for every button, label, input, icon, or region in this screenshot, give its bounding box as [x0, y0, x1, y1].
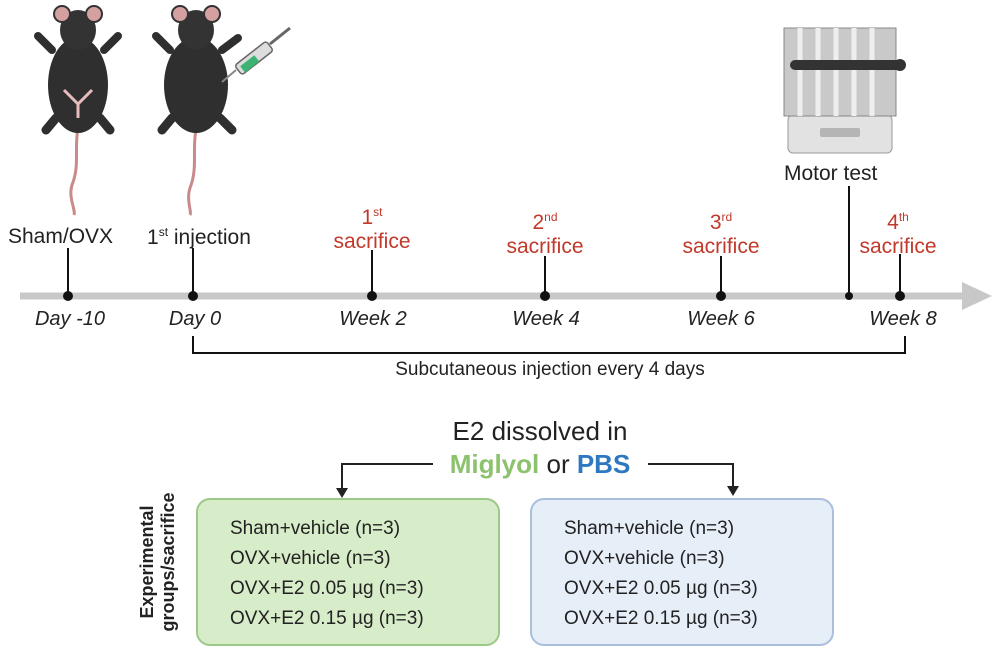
- event-sham-ovx: Sham/OVX: [8, 225, 114, 248]
- event-motor-test: Motor test: [784, 162, 878, 185]
- group-item: Sham+vehicle (n=3): [230, 518, 401, 539]
- or-label: or: [546, 449, 570, 479]
- syringe-icon: [221, 26, 291, 83]
- group-item: Sham+vehicle (n=3): [564, 518, 735, 539]
- group-item: OVX+E2 0.15 µg (n=3): [230, 608, 424, 629]
- pbs-groups-box: Sham+vehicle (n=3) OVX+vehicle (n=3) OVX…: [530, 498, 834, 646]
- arrow-to-pbs-box: [648, 463, 734, 488]
- injection-schedule-label: Subcutaneous injection every 4 days: [395, 359, 705, 380]
- tick-week6: Week 6: [687, 308, 755, 330]
- injection-bracket: [192, 336, 906, 354]
- tick-day-minus10: Day -10: [34, 308, 106, 330]
- tick-day0: Day 0: [168, 308, 222, 330]
- tick-week4: Week 4: [512, 308, 580, 330]
- vehicle-options: Miglyol or PBS: [390, 449, 690, 480]
- miglyol-label: Miglyol: [449, 449, 540, 479]
- group-item: OVX+vehicle (n=3): [564, 548, 725, 569]
- group-item: OVX+vehicle (n=3): [230, 548, 391, 569]
- timeline-dot-week6: [716, 291, 726, 301]
- miglyol-groups-box: Sham+vehicle (n=3) OVX+vehicle (n=3) OVX…: [196, 498, 500, 646]
- pbs-label: PBS: [576, 449, 631, 479]
- timeline-dot-week8: [895, 291, 905, 301]
- sacrifice-3-label: 3rd sacrifice: [682, 210, 760, 258]
- group-item: OVX+E2 0.15 µg (n=3): [564, 608, 758, 629]
- mouse-ovx-icon: [34, 5, 122, 216]
- vehicle-title: E2 dissolved in: [452, 416, 628, 446]
- timeline-dot-week2: [367, 291, 377, 301]
- group-item: OVX+E2 0.05 µg (n=3): [564, 578, 758, 599]
- timeline-dot-day-minus10: [63, 291, 73, 301]
- mouse-injection-icon: [152, 5, 242, 216]
- timeline-arrowhead: [962, 282, 992, 310]
- sacrifice-1-label: 1st sacrifice: [333, 205, 411, 253]
- experimental-groups-label: Experimental groups/sacrifice: [137, 492, 178, 632]
- timeline-dot-week4: [540, 291, 550, 301]
- tick-week8: Week 8: [869, 308, 937, 330]
- group-item: OVX+E2 0.05 µg (n=3): [230, 578, 424, 599]
- rotarod-icon: [783, 27, 906, 154]
- tick-week2: Week 2: [339, 308, 407, 330]
- sacrifice-2-label: 2nd sacrifice: [506, 210, 584, 258]
- event-first-injection: 1st injection: [147, 225, 251, 249]
- sacrifice-4-label: 4th sacrifice: [859, 210, 937, 258]
- arrow-to-miglyol-box: [341, 463, 433, 490]
- timeline-dot-motor-test: [845, 292, 853, 300]
- timeline-dot-day0: [188, 291, 198, 301]
